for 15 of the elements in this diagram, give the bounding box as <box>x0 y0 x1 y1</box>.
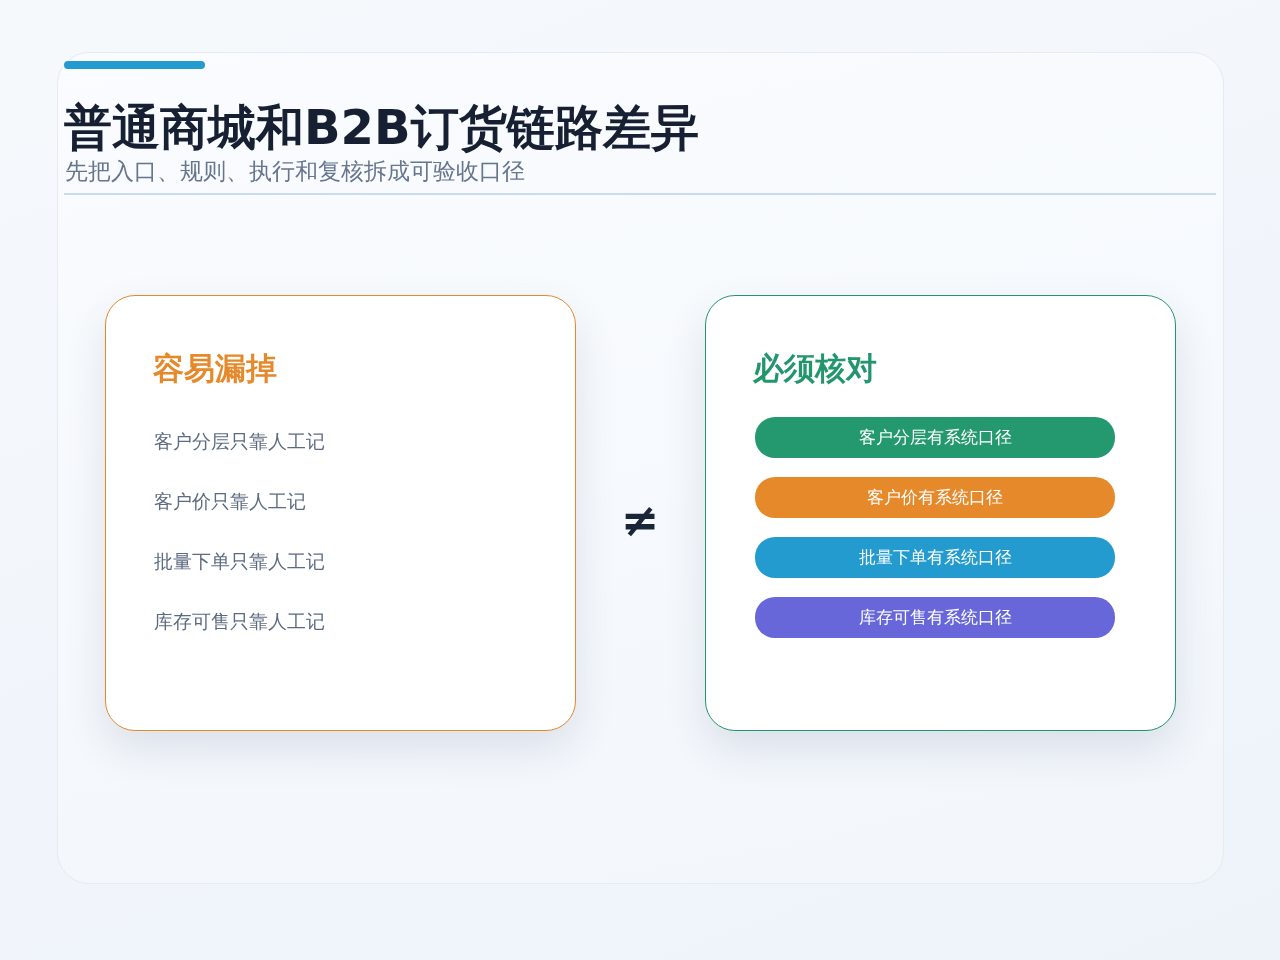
page-subtitle: 先把入口、规则、执行和复核拆成可验收口径 <box>65 157 525 186</box>
label-pill: 客户分层有系统口径 <box>755 417 1115 458</box>
list-item-text: 批量下单只靠人工记 <box>154 549 325 574</box>
label-pill: 批量下单有系统口径 <box>755 537 1115 578</box>
page-title: 普通商城和B2B订货链路差异 <box>64 98 699 156</box>
list-item-text: 客户分层只靠人工记 <box>154 429 325 454</box>
card-panel <box>105 295 576 731</box>
card-heading: 容易漏掉 <box>153 349 277 388</box>
not-equal-sign: ≠ <box>619 492 661 549</box>
card-heading: 必须核对 <box>753 349 877 388</box>
card-panel <box>705 295 1176 731</box>
list-item-text: 客户价只靠人工记 <box>154 489 307 514</box>
label-pill: 客户价有系统口径 <box>755 477 1115 518</box>
list-item-text: 库存可售只靠人工记 <box>154 609 325 634</box>
label-pill: 库存可售有系统口径 <box>755 597 1115 638</box>
